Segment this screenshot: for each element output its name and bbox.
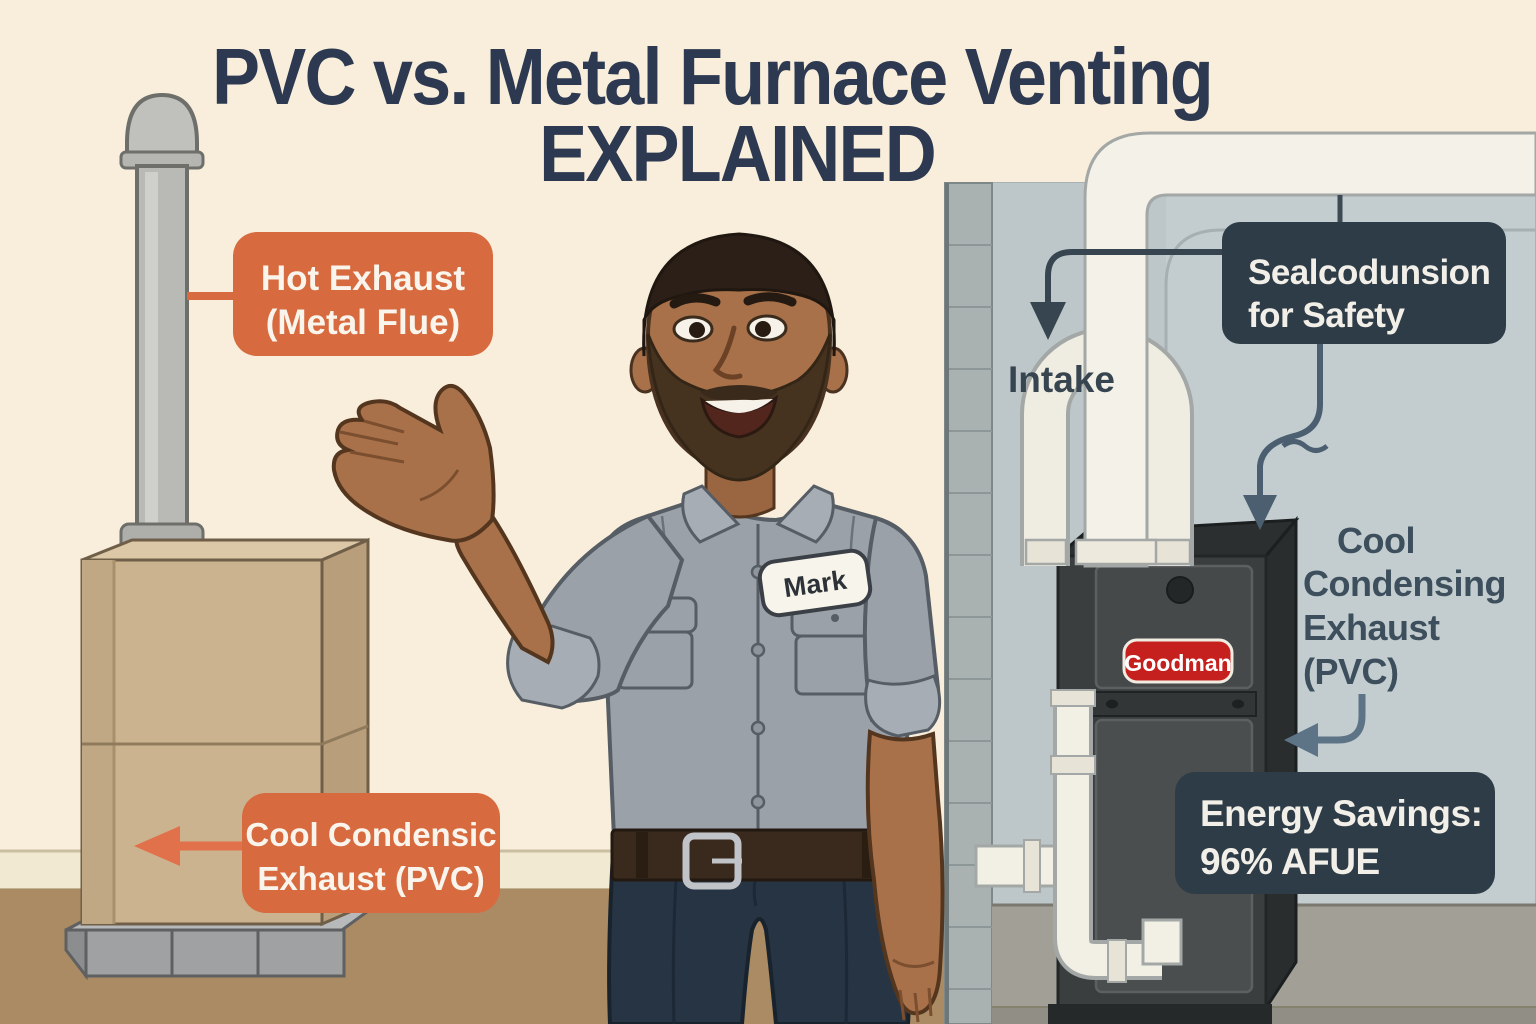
drain-stub [1141,918,1183,966]
seal-callout-connectors [1030,195,1343,530]
hot-label-line1: Hot Exhaust [261,259,466,298]
eyebrow-right [743,292,797,307]
shirt-button-3 [750,720,766,736]
energy-callout-line1: Energy Savings: [1200,793,1482,834]
brick-mortar-lines [945,244,992,990]
pedestal-front [84,928,346,978]
teeth [705,399,773,413]
furnace-side-face [1264,515,1298,1014]
name-tag: Mark [757,548,873,618]
left-hand-lines [339,419,460,502]
energy-callout-box [1175,772,1495,894]
drain-coupler-3 [1050,755,1096,775]
iris-left [689,322,705,338]
squiggle-icon [1281,439,1329,453]
cool-label-arrow-icon [134,826,180,866]
name-tag-plate [757,548,873,618]
furnace-knob [1166,576,1194,604]
right-sleeve-cuff [864,674,942,738]
pvc-arrow-icon [1284,723,1318,757]
cool-label-line2: Exhaust (PVC) [257,860,484,897]
energy-callout-line2: 96% AFUE [1200,841,1380,882]
exhaust-note-line2: Condensing [1303,563,1506,604]
brand-badge-plate [1122,638,1234,684]
hot-label-box [233,232,493,356]
cabinet-front-edge [82,560,114,924]
page-title-line1: PVC vs. Metal Furnace Venting [212,33,1212,122]
intake-connector-line [1045,249,1222,306]
seal-callout-line2: for Safety [1248,296,1405,335]
shirt-button-4 [750,794,766,810]
hair [642,232,836,357]
cool-condensic-label: Cool Condensic Exhaust (PVC) [134,793,500,913]
collar-right [775,484,835,544]
technician-head [629,232,849,482]
seal-bottom-connector [1257,344,1323,498]
right-hand-lines [892,958,935,1023]
pedestal-brick-lines [170,930,260,976]
flue-cap [125,92,199,165]
right-forearm-hand [865,728,945,1016]
belt-keeper-left [636,832,648,878]
shirt-button-2 [750,642,766,658]
belt [610,828,906,890]
nose [712,325,743,380]
belt-strap [610,828,906,882]
seal-callout-box [1222,222,1506,344]
page-title-line2: EXPLAINED [539,110,935,199]
condensate-piping [974,689,1183,983]
screw-left [1106,699,1118,709]
pvc-exhaust-annotation: Cool Condensing Exhaust (PVC) [1284,520,1506,757]
vent-piping [1020,131,1536,568]
cool-label-box [242,793,500,913]
drain-pipe [1057,694,1162,976]
hot-label-line2: (Metal Flue) [266,303,460,342]
intake-label: Intake [1008,359,1115,400]
furnace-base [1048,1004,1272,1024]
iris-right [755,321,771,337]
brick-column [944,182,993,1024]
cabinet-top [81,538,369,562]
drain-feed-pipe [974,844,1070,888]
title: PVC vs. Metal Furnace Venting EXPLAINED [212,33,1214,199]
flue-body [135,164,189,560]
seal-arrow-icon [1243,495,1277,530]
drain-coupler-2 [1050,689,1096,707]
energy-callout: Energy Savings: 96% AFUE [1175,772,1495,894]
brand-badge-text: Goodman [1124,650,1231,676]
mustache [700,385,778,401]
furnace-divider-band [1091,691,1257,717]
main-exhaust-pipe [1083,131,1536,568]
pipe-collar-center [1074,538,1158,566]
collar-left [681,484,741,544]
drain-coupler-1 [1023,839,1041,893]
exhaust-note-line3: Exhaust [1303,607,1440,648]
exhaust-note-line4: (PVC) [1303,651,1399,692]
screw-right [1232,699,1244,709]
cabinet-divider [82,724,369,746]
brick-column-body [944,182,993,1024]
right-arm [862,515,945,1023]
drain-coupler-4 [1107,939,1127,983]
seal-callout: Sealcodunsion for Safety [1222,222,1506,344]
exhaust-note-line1: Cool [1337,520,1415,561]
pedestal-side [64,928,88,981]
modern-furnace-scene: Goodman [944,131,1536,1024]
flue-highlight [145,172,158,554]
brand-badge: Goodman [1122,638,1234,684]
pocket-button-right [831,614,839,622]
wall-panel-outline [1164,228,1536,903]
seal-callout-line1: Sealcodunsion [1248,253,1490,292]
hot-exhaust-label: Hot Exhaust (Metal Flue) [187,232,493,356]
left-arm [331,383,685,710]
pvc-connector-line [1312,694,1366,744]
technician-illustration: Mark [331,232,945,1024]
cool-label-line1: Cool Condensic [245,816,496,853]
intake-arrow-icon [1030,302,1066,340]
pipe-collar-left [1024,538,1068,566]
eyebrow-left [669,293,721,309]
